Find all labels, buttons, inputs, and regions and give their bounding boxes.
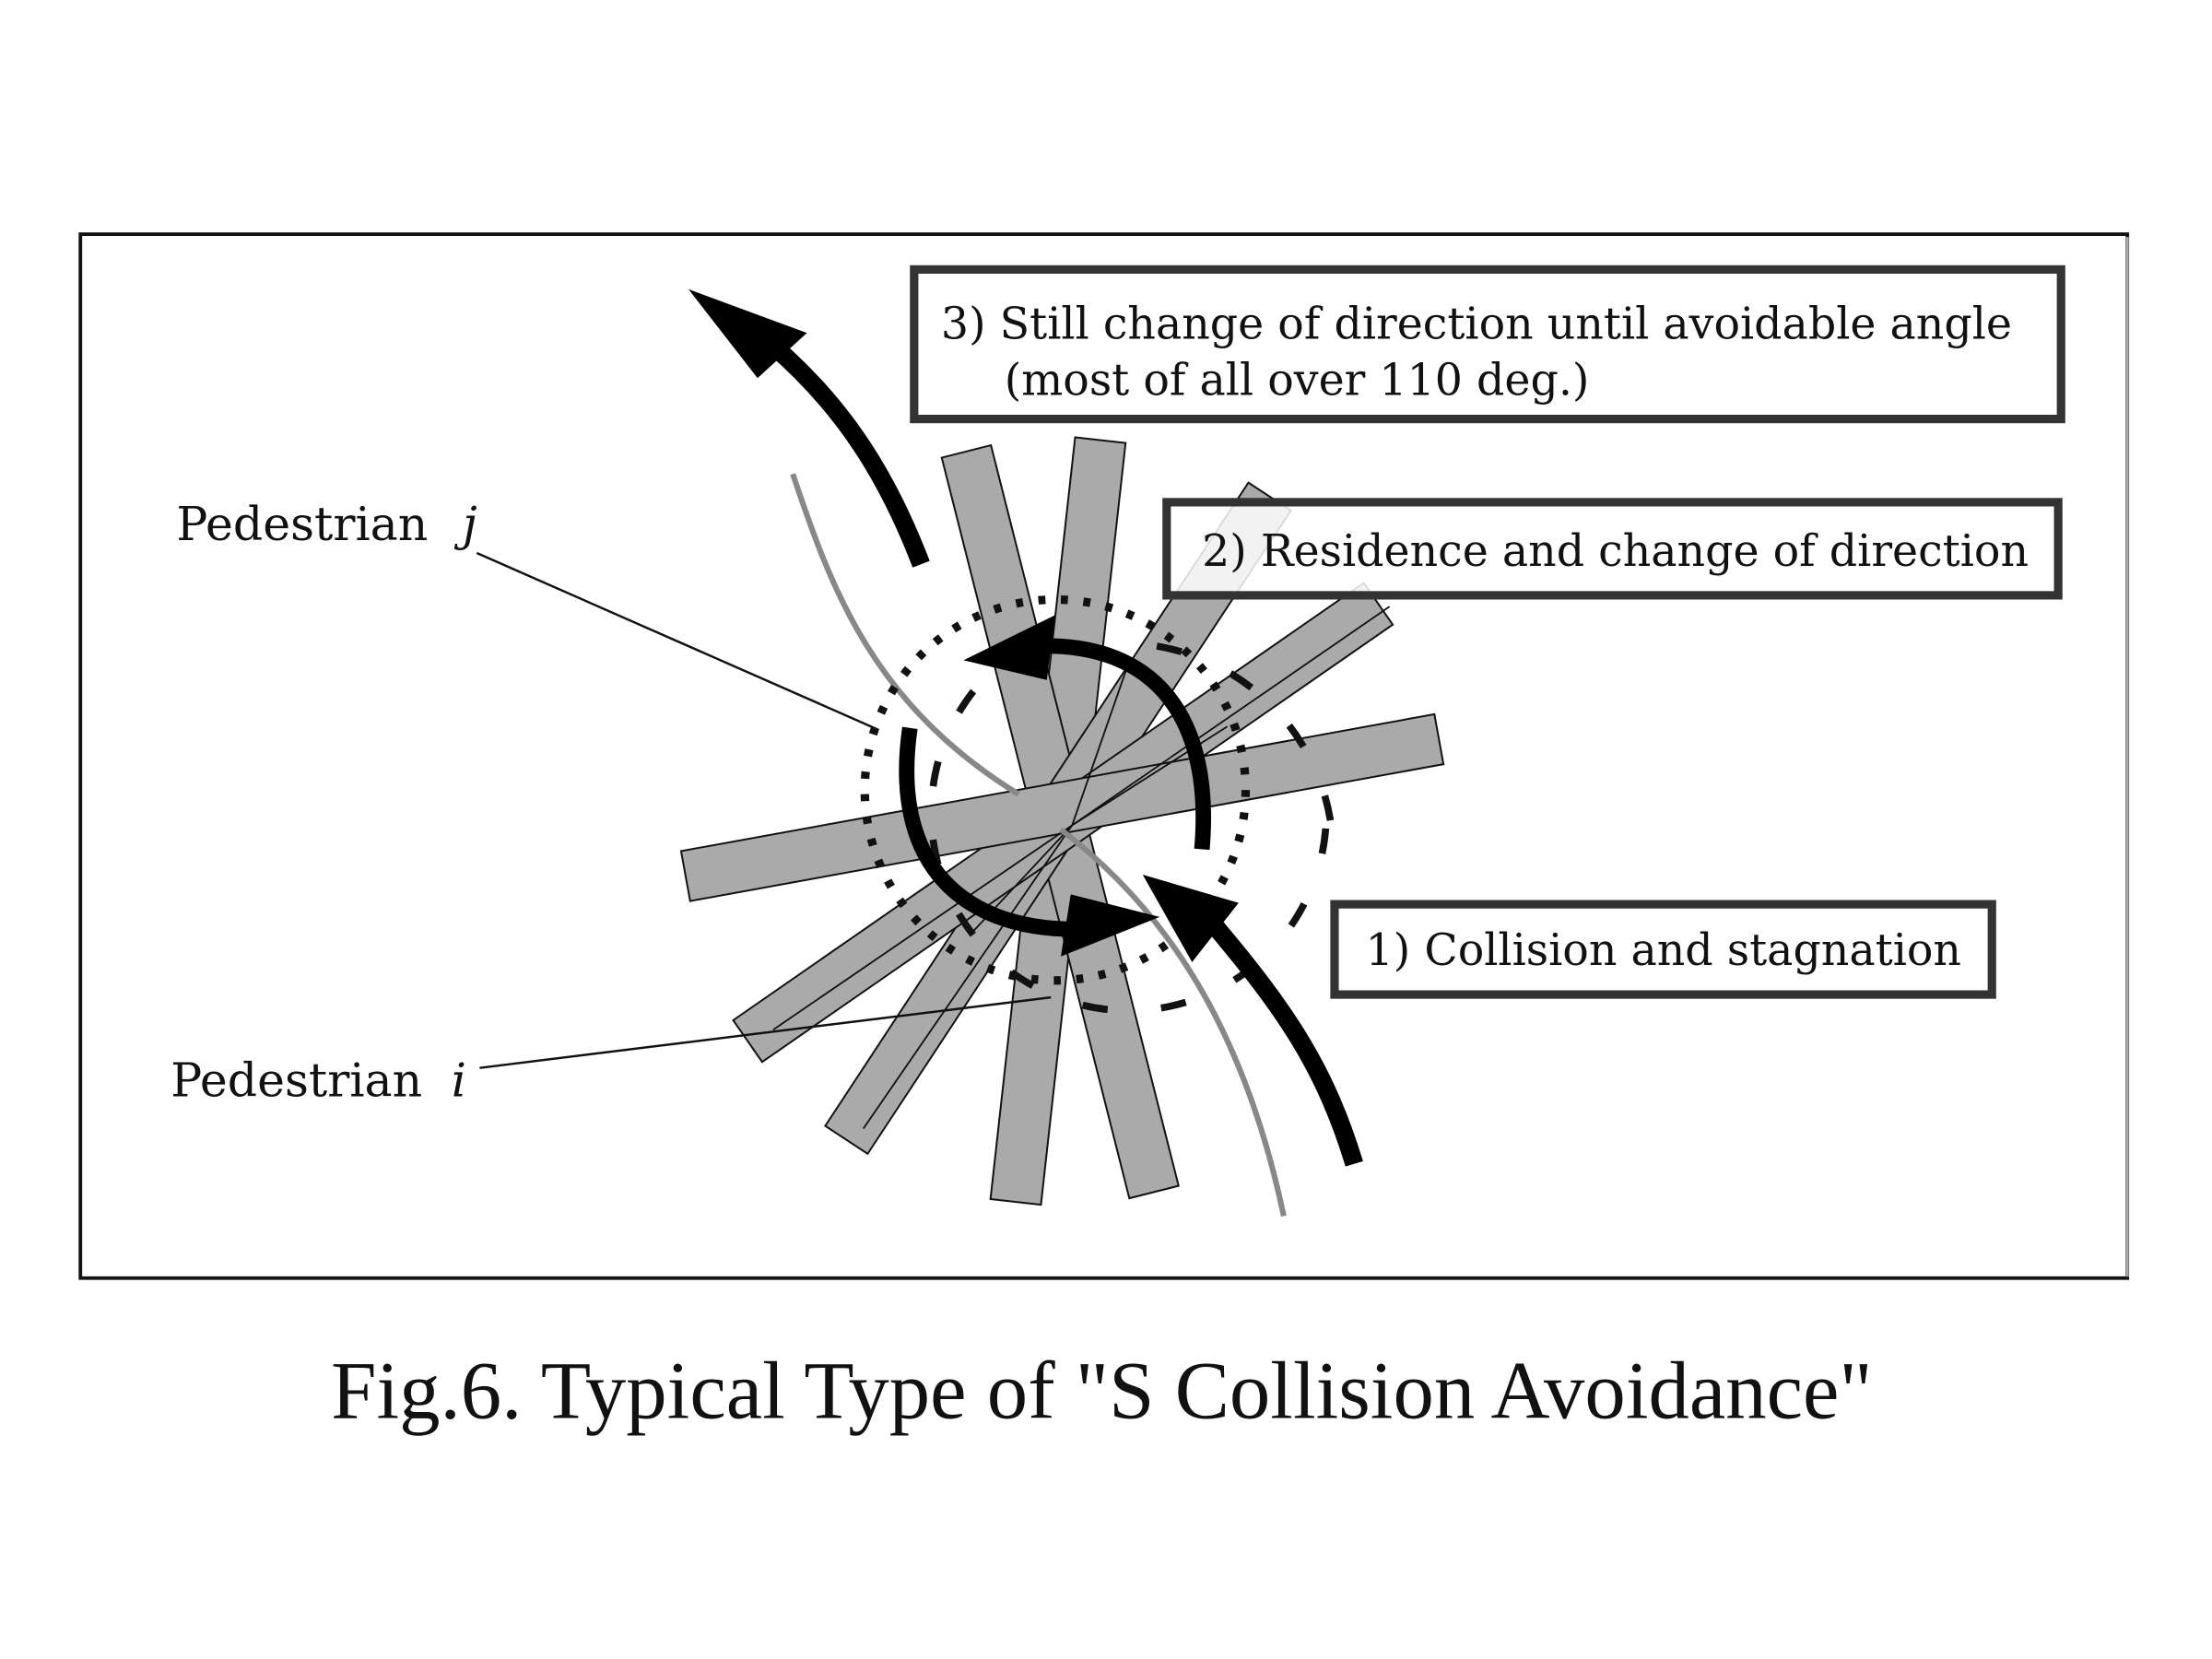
approach-arrow-head [1142,874,1239,962]
label-pedestrian-i-var: i [452,1053,466,1107]
rotation-arrow-lower-head [1061,894,1160,957]
trajectory-pedestrian-i [1059,827,1287,1218]
radial-line [862,824,1074,1130]
dashed-arc [927,688,1330,1015]
dotted-circle [860,594,1251,985]
dashed-arc-top [1156,642,1337,861]
exit-arrow [767,338,930,568]
stage-3-line-2: (most of all over 110 deg.) [1005,356,1590,406]
rotation-arrow-upper-head [963,615,1055,680]
label-pedestrian-j: Pedestrian [176,497,428,551]
rotation-arrow-lower [899,726,1101,937]
approach-arrow [1206,918,1363,1167]
label-pedestrian-i: Pedestrian [171,1053,422,1107]
rotation-arrow-upper [1036,638,1211,851]
orientation-bar [679,712,1445,902]
stage-3-line-1: 3) Still change of direction until avoid… [941,299,2012,349]
stage-2-line-1: 2) Residence and change of direction [1202,526,2029,577]
trajectory-pedestrian-j [790,473,1020,797]
radial-line [1071,725,1229,827]
stage-box-1: 1) Collision and stagnation [1330,900,1996,999]
stage-1-line-1: 1) Collision and stagnation [1366,925,1961,976]
radial-line [772,824,1073,1031]
figure-caption: Fig.6. Typical Type of "S Collision Avoi… [331,1346,1873,1436]
radial-line [1071,663,1130,826]
leader-line-i [479,995,1052,1069]
leader-line-j [476,551,878,731]
exit-arrow-head [688,288,807,379]
radial-line [1071,606,1391,827]
stage-box-2: 2) Residence and change of direction [1162,498,2063,600]
stage-box-3: 3) Still change of direction until avoid… [910,265,2065,424]
